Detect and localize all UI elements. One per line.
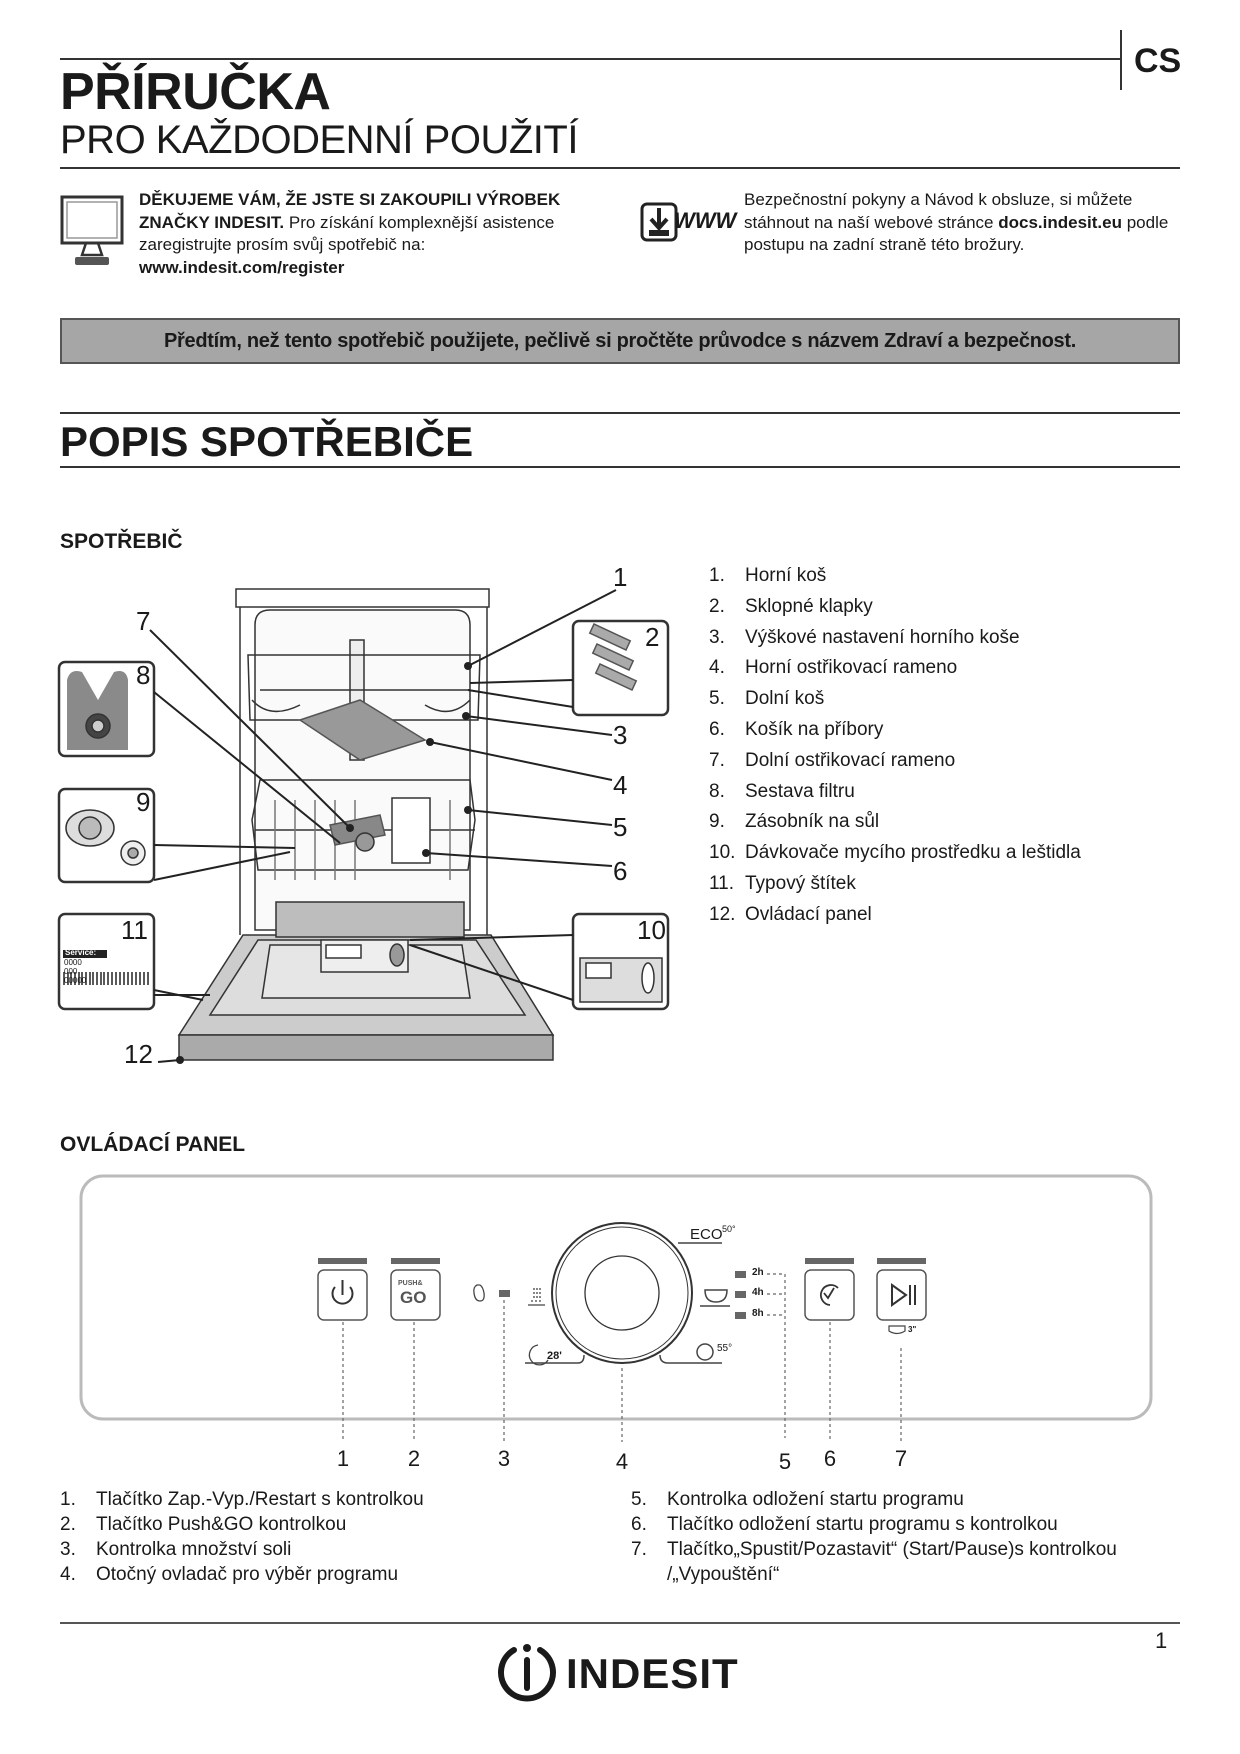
callout-10: 10 bbox=[637, 915, 666, 945]
callout-7: 7 bbox=[136, 606, 151, 636]
dishwasher-diagram bbox=[57, 588, 670, 1064]
callout-1: 1 bbox=[613, 562, 628, 592]
control-panel-heading: OVLÁDACÍ PANEL bbox=[60, 1133, 246, 1156]
salt-indicator bbox=[499, 1290, 510, 1297]
start-pause-button bbox=[876, 1269, 927, 1321]
legend-item: 3.Kontrolka množství soli bbox=[60, 1539, 292, 1560]
program-dial bbox=[551, 1222, 693, 1364]
indesit-logo: INDESIT bbox=[494, 1640, 754, 1706]
callout-8: 8 bbox=[136, 660, 151, 690]
eco-temp: 50° bbox=[722, 1224, 736, 1234]
page-number: 1 bbox=[1155, 1628, 1168, 1653]
appliance-heading: SPOTŘEBIČ bbox=[60, 530, 183, 553]
footer-rule bbox=[60, 1622, 1180, 1624]
play-pause-icon bbox=[891, 1283, 916, 1307]
section-rule-top bbox=[60, 412, 1180, 414]
top-rule bbox=[60, 58, 1122, 60]
delay-8h: 8h bbox=[752, 1308, 764, 1319]
legend-item: /„Vypouštění“ bbox=[667, 1564, 780, 1585]
legend-item: 1.Tlačítko Zap.-Vyp./Restart s kontrolko… bbox=[60, 1489, 424, 1510]
go-label: GO bbox=[400, 1288, 427, 1307]
page-title: PŘÍRUČKA bbox=[60, 63, 331, 121]
section-rule-bottom bbox=[60, 466, 1180, 468]
list-item: 9.Zásobník na sůl bbox=[709, 811, 880, 833]
quick-time: 28' bbox=[547, 1350, 562, 1362]
list-item: 10.Dávkovače mycího prostředku a leštidl… bbox=[709, 842, 1081, 864]
callout-2: 2 bbox=[645, 622, 660, 652]
legend-item: 2.Tlačítko Push&GO kontrolkou bbox=[60, 1514, 347, 1535]
salt-icon bbox=[473, 1284, 485, 1302]
download-www-icon: WWW bbox=[640, 202, 736, 242]
list-item: 6.Košík na příbory bbox=[709, 718, 884, 740]
legend-item: 6.Tlačítko odložení startu programu s ko… bbox=[631, 1514, 1058, 1535]
legend-item: 4.Otočný ovladač pro výběr programu bbox=[60, 1564, 399, 1585]
panel-number-3: 3 bbox=[497, 1446, 511, 1471]
callout-12: 12 bbox=[124, 1039, 153, 1069]
legend-item: 5.Kontrolka odložení startu programu bbox=[631, 1489, 964, 1510]
panel-legend-right: 5.Kontrolka odložení startu programu 6.T… bbox=[631, 1487, 1117, 1587]
push-label: PUSH& bbox=[398, 1280, 423, 1287]
header-rule bbox=[60, 167, 1180, 169]
rinse-icon bbox=[528, 1288, 545, 1306]
power-icon bbox=[331, 1280, 354, 1305]
page-subtitle: PRO KAŽDODENNÍ POUŽITÍ bbox=[60, 118, 578, 162]
section-title: POPIS SPOTŘEBIČE bbox=[60, 418, 474, 465]
registration-text: DĚKUJEME VÁM, ŽE JSTE SI ZAKOUPILI VÝROB… bbox=[139, 190, 561, 277]
docs-text: Bezpečnostní pokyny a Návod k obsluze, s… bbox=[744, 190, 1169, 254]
callout-4: 4 bbox=[613, 770, 628, 800]
list-item: 3.Výškové nastavení horního koše bbox=[709, 626, 1020, 648]
lang-divider bbox=[1120, 30, 1122, 90]
panel-number-5: 5 bbox=[778, 1449, 792, 1474]
callout-6: 6 bbox=[613, 856, 628, 886]
delay-2h: 2h bbox=[752, 1267, 764, 1278]
panel-legend-left: 1.Tlačítko Zap.-Vyp./Restart s kontrolko… bbox=[60, 1487, 424, 1587]
serial-number: 0000 000 00000 bbox=[64, 958, 87, 985]
list-item: 5.Dolní koš bbox=[709, 688, 825, 710]
panel-number-7: 7 bbox=[894, 1446, 908, 1471]
list-item: 12.Ovládací panel bbox=[709, 903, 872, 925]
language-code: CS bbox=[1134, 42, 1182, 80]
intensive-icon bbox=[696, 1343, 714, 1361]
safety-banner: Předtím, než tento spotřebič použijete, … bbox=[60, 318, 1180, 364]
list-item: 11.Typový štítek bbox=[709, 872, 856, 894]
computer-icon bbox=[60, 195, 124, 265]
docs-link[interactable]: docs.indesit.eu bbox=[998, 212, 1122, 232]
register-link[interactable]: www.indesit.com/register bbox=[139, 257, 345, 277]
intensive-temp: 55° bbox=[717, 1343, 733, 1354]
callout-3: 3 bbox=[613, 720, 628, 750]
eco-label: ECO bbox=[690, 1226, 723, 1243]
quick-icon bbox=[528, 1344, 549, 1366]
callout-11: 11 bbox=[121, 915, 148, 945]
list-item: 7.Dolní ostřikovací rameno bbox=[709, 749, 956, 771]
service-label: Service: bbox=[65, 948, 97, 957]
push-go-button bbox=[390, 1269, 441, 1321]
legend-item: 7.Tlačítko„Spustit/Pozastavit“ (Start/Pa… bbox=[631, 1539, 1117, 1560]
callout-9: 9 bbox=[136, 787, 151, 817]
control-panel-diagram bbox=[79, 1174, 1153, 1442]
callout-5: 5 bbox=[613, 812, 628, 842]
list-item: 1.Horní koš bbox=[709, 565, 827, 586]
drain-time: 3" bbox=[908, 1325, 917, 1334]
list-item: 2.Sklopné klapky bbox=[709, 595, 873, 617]
panel-number-2: 2 bbox=[407, 1446, 421, 1471]
appliance-parts-list: 1.Horní koš 2.Sklopné klapky 3.Výškové n… bbox=[709, 561, 1081, 931]
drain-icon bbox=[888, 1325, 906, 1335]
panel-number-6: 6 bbox=[823, 1446, 837, 1471]
indesit-logo-icon bbox=[498, 1644, 556, 1702]
clock-h-icon bbox=[820, 1284, 839, 1306]
pot-icon bbox=[704, 1289, 728, 1303]
list-item: 4.Horní ostřikovací rameno bbox=[709, 657, 958, 679]
panel-number-4: 4 bbox=[615, 1449, 629, 1474]
delay-4h: 4h bbox=[752, 1287, 764, 1298]
panel-number-1: 1 bbox=[336, 1446, 350, 1471]
list-item: 8.Sestava filtru bbox=[709, 780, 855, 802]
